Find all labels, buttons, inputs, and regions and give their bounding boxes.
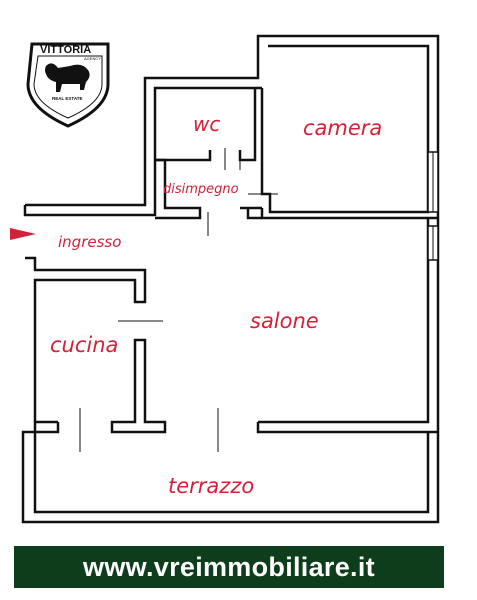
room-label-cucina: cucina: [50, 333, 118, 357]
wall-terrace: [33, 432, 430, 514]
website-banner: www.vreimmobiliare.it: [14, 546, 444, 588]
door-lines: [79, 148, 278, 452]
wall-disimpegno-right: [246, 208, 262, 220]
room-label-disimpegno: disimpegno: [163, 182, 239, 197]
bull-icon: [45, 63, 90, 92]
wall-outer-inner: [35, 86, 262, 217]
floor-plan: VITTORIA AGENCY REAL ESTATE: [10, 34, 440, 524]
room-label-camera: camera: [303, 116, 382, 140]
wall-salone-bottom: [256, 216, 438, 434]
entrance-arrow-icon: [10, 228, 36, 240]
wall-entry-upper: [23, 205, 35, 217]
wall-kitchen: [110, 338, 167, 434]
walls: [21, 34, 440, 524]
windows: [427, 151, 439, 261]
wall-entry-lower: [25, 256, 147, 422]
logo-sub-text: AGENCY: [84, 56, 101, 61]
logo-caption: REAL ESTATE: [52, 96, 83, 101]
room-label-salone: salone: [250, 309, 319, 333]
wall-wc: [155, 88, 257, 162]
wall-kitchen-bottom-left: [35, 422, 60, 434]
logo: VITTORIA AGENCY REAL ESTATE: [26, 42, 110, 128]
logo-brand-text: VITTORIA: [40, 44, 91, 56]
room-label-terrazzo: terrazzo: [168, 474, 254, 498]
logo-shield-inner: [33, 55, 103, 119]
wall-disimpegno: [155, 158, 262, 220]
room-label-wc: wc: [193, 112, 220, 136]
room-label-ingresso: ingresso: [58, 233, 121, 251]
website-url[interactable]: www.vreimmobiliare.it: [83, 551, 375, 582]
wall-outer: [21, 34, 440, 524]
